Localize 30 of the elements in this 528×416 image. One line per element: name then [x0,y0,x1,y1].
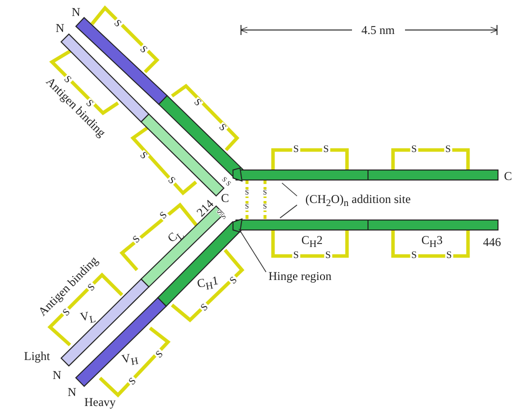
chain-label: Light [24,350,50,362]
residue-number: 446 [483,236,501,248]
leader-line [238,228,266,272]
sulfur-label: S [324,251,332,261]
sulfur-label: S [322,145,330,155]
sulfur-label: S [410,145,418,155]
terminus-label: C [504,170,512,182]
leader-line [280,204,298,218]
domain-label: V$_{H}$ [120,350,140,370]
domain-label: C$_{H}$2 [301,234,323,250]
hinge-joint [232,218,243,233]
terminus-label: N [72,6,80,18]
callout-label: Hinge region [268,270,332,282]
domain-label: V$_{L}$ [79,308,97,328]
terminus-label: N [52,369,62,381]
terminus-label: N [56,22,64,34]
sulfur-label: S [410,251,418,261]
chain-label: Heavy [84,396,116,408]
residue-number: 214 [194,197,216,219]
terminus-label: C [221,192,229,204]
domain-label: C$_{H}$3 [421,234,443,250]
sulfur-label: S [292,145,300,155]
sulfur-label: S [292,251,300,261]
terminus-label: N [68,386,76,398]
leader-line [282,182,298,196]
callout-label: (CH$_{2}$O)$_{n}$ addition site [305,192,411,210]
domain-label: C$_{H}$1 [196,274,220,294]
sulfur-label: S [444,145,452,155]
dimension-label: 4.5 nm [361,24,395,36]
sulfur-label: S [445,251,453,261]
